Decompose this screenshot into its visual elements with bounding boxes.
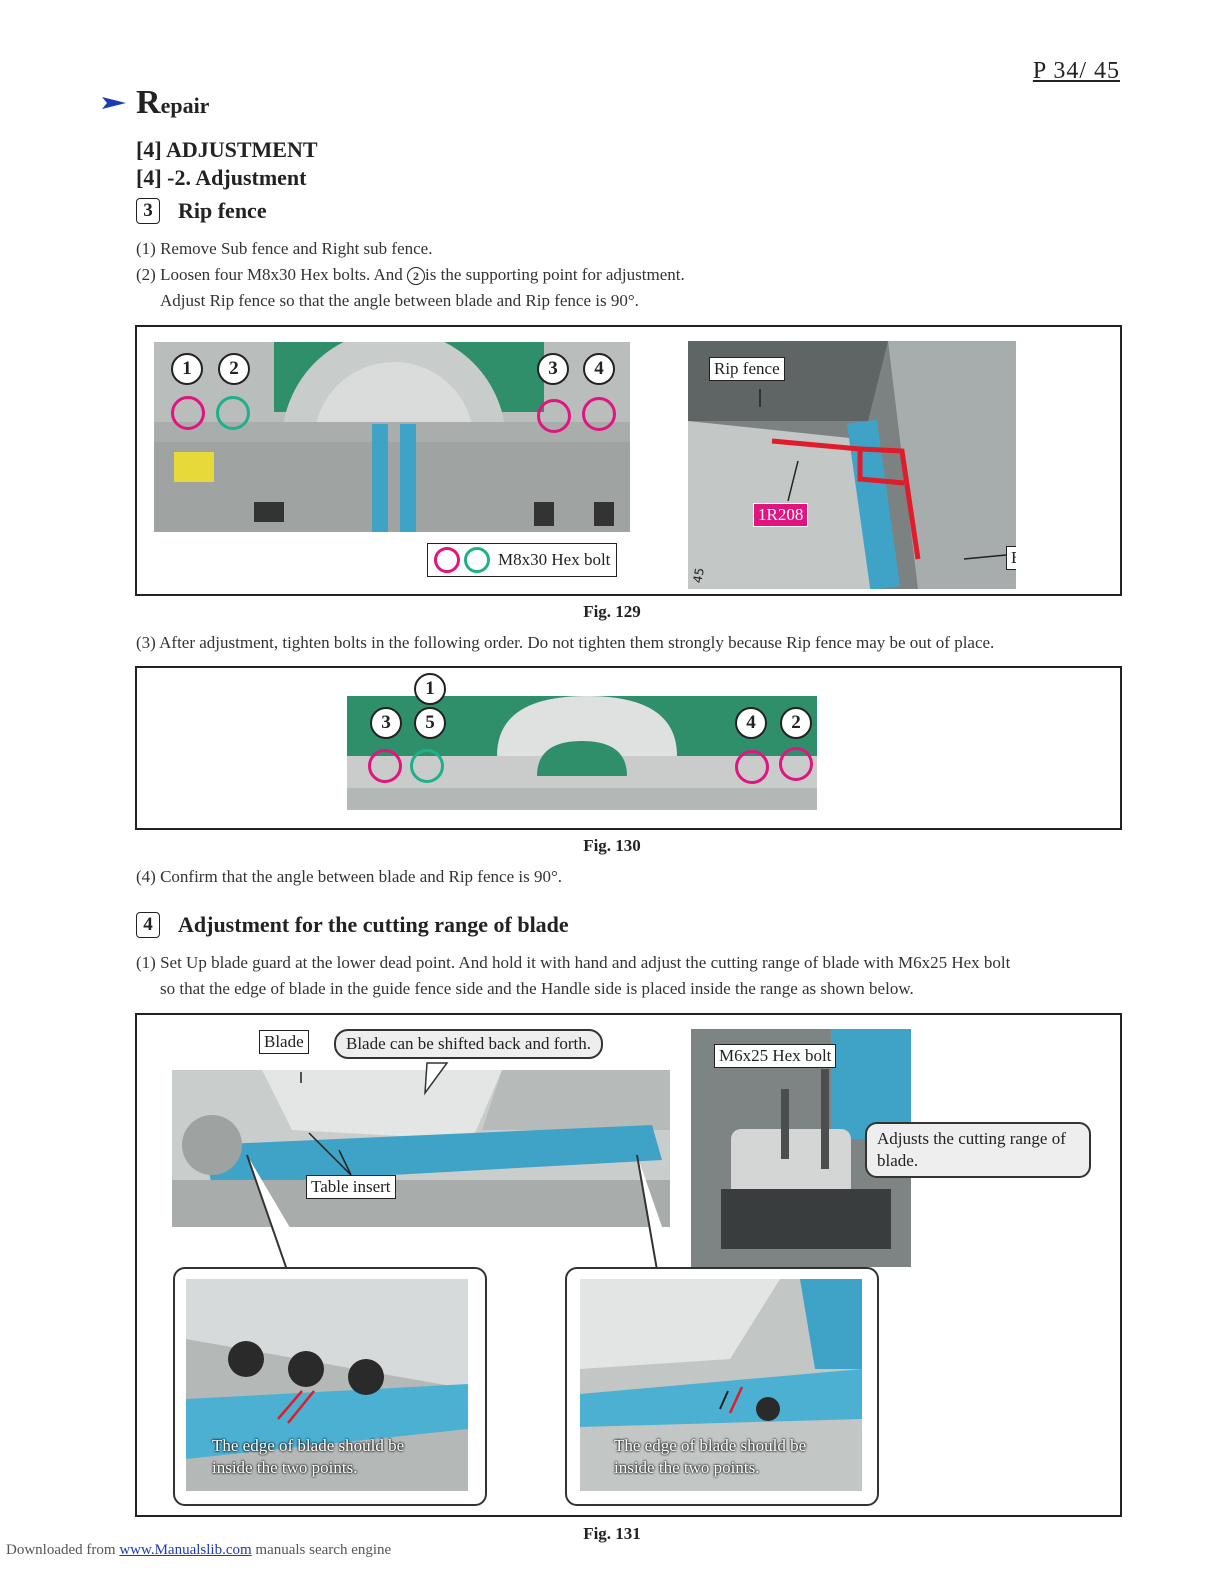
legend-teal-ring-icon <box>464 547 490 573</box>
legend-magenta-ring-icon <box>434 547 460 573</box>
bolt-marker-2 <box>216 396 250 430</box>
table-insert-photo <box>172 1070 670 1227</box>
edge-note-fence: The edge of blade should be inside the t… <box>212 1435 404 1479</box>
figure-131: Blade Blade can be shifted back and fort… <box>135 1013 1122 1517</box>
bolt-marker-5 <box>410 749 444 783</box>
bolt-marker-3 <box>368 749 402 783</box>
step-4: (4) Confirm that the angle between blade… <box>136 867 562 886</box>
step-1: (1) Remove Sub fence and Right sub fence… <box>136 239 433 258</box>
rip-fence-instructions: (1) Remove Sub fence and Right sub fence… <box>136 236 685 314</box>
callout-4: 4 <box>735 707 767 739</box>
callout-5: 5 <box>414 707 446 739</box>
section-title: epair <box>160 93 210 118</box>
heading-adjustment: [4] ADJUSTMENT <box>136 137 318 162</box>
label-hex-bolt: M6x25 Hex bolt <box>714 1044 837 1068</box>
label-part-number: 1R208 <box>753 503 809 527</box>
figure-129: 1 2 3 4 M8x30 Hex bolt 45 Rip fence 1R20… <box>135 325 1122 596</box>
zoom-fence-side-photo: The edge of blade should be inside the t… <box>186 1279 468 1491</box>
triangle-arrow-icon <box>102 97 126 109</box>
step-2-detail: Adjust Rip fence so that the angle betwe… <box>160 291 639 310</box>
table-insert-illustration <box>172 1070 670 1227</box>
callout-3: 3 <box>370 707 402 739</box>
caption-fig-130: Fig. 130 <box>583 836 641 855</box>
bubble-blade-shift: Blade can be shifted back and forth. <box>334 1029 603 1059</box>
bubble-adjusts-range: Adjusts the cutting range of blade. <box>865 1122 1091 1178</box>
bolt-marker-4 <box>735 750 769 784</box>
fence-top-photo: 1 2 3 4 <box>154 342 630 532</box>
bolt-marker-3 <box>537 399 571 433</box>
legend: M8x30 Hex bolt <box>427 543 618 577</box>
scale-mark: 45 <box>690 567 706 584</box>
bolt-marker-4 <box>582 397 616 431</box>
bolt-marker-1 <box>171 396 205 430</box>
footer-suffix: manuals search engine <box>255 1542 392 1558</box>
bolt-marker-2 <box>779 747 813 781</box>
footer-prefix: Downloaded from <box>6 1542 116 1558</box>
caption-fig-129: Fig. 129 <box>583 602 641 621</box>
callout-2: 2 <box>780 707 812 739</box>
step-2-text: (2) Loosen four M8x30 Hex bolts. And <box>136 265 403 284</box>
subsection-title: Rip fence <box>178 198 267 223</box>
zoom-handle-illustration <box>580 1279 862 1491</box>
footer: Downloaded from www.Manualslib.com manua… <box>6 1542 391 1559</box>
heading-sub-adjustment: [4] -2. Adjustment <box>136 165 307 190</box>
hex-bolt-photo <box>691 1029 911 1267</box>
step-1-continued: so that the edge of blade in the guide f… <box>160 979 914 998</box>
step-2-text-end: is the supporting point for adjustment. <box>425 265 685 284</box>
footer-link[interactable]: www.Manualslib.com <box>119 1542 252 1558</box>
callout-1: 1 <box>171 353 203 385</box>
callout-1: 1 <box>414 673 446 705</box>
subsection-rip-fence: 3 Rip fence <box>136 198 267 224</box>
bubble-adjusts-line-1: Adjusts the cutting range of <box>877 1129 1066 1148</box>
legend-label: M8x30 Hex bolt <box>498 550 611 569</box>
label-table-insert: Table insert <box>306 1175 396 1199</box>
label-rip-fence: Rip fence <box>709 357 785 381</box>
step-1: (1) Set Up blade guard at the lower dead… <box>136 953 1011 972</box>
zoom-handle-side-photo: The edge of blade should be inside the t… <box>580 1279 862 1491</box>
section-initial: R <box>136 84 161 121</box>
edge-note-handle: The edge of blade should be inside the t… <box>614 1435 806 1479</box>
edge-note-line-1: The edge of blade should be <box>212 1436 405 1455</box>
subsection-number: 3 <box>136 198 160 224</box>
subsection-cutting-range: 4 Adjustment for the cutting range of bl… <box>136 912 569 938</box>
page-number: P 34/ 45 <box>1032 58 1120 84</box>
zoom-handle-side: The edge of blade should be inside the t… <box>565 1267 879 1506</box>
inline-circled-number: 2 <box>407 267 426 286</box>
label-blade: Blade <box>1006 546 1016 570</box>
edge-note-line-2: inside the two points. <box>614 1458 760 1477</box>
label-blade: Blade <box>259 1030 309 1054</box>
subsection-title: Adjustment for the cutting range of blad… <box>178 912 569 937</box>
callout-3: 3 <box>537 353 569 385</box>
caption-fig-131: Fig. 131 <box>583 1524 641 1543</box>
callout-4: 4 <box>583 353 615 385</box>
figure-130: 1 3 5 4 2 <box>135 666 1122 830</box>
subsection-number: 4 <box>136 912 160 938</box>
callout-2: 2 <box>218 353 250 385</box>
zoom-fence-side: The edge of blade should be inside the t… <box>173 1267 487 1506</box>
edge-note-line-2: inside the two points. <box>212 1458 358 1477</box>
bubble-adjusts-line-2: blade. <box>877 1151 919 1170</box>
cutting-range-instructions: (1) Set Up blade guard at the lower dead… <box>136 950 1010 1002</box>
edge-note-line-1: The edge of blade should be <box>614 1436 807 1455</box>
rip-fence-closeup-photo: 45 Rip fence 1R208 Blade <box>688 341 1016 589</box>
zoom-fence-illustration <box>186 1279 468 1491</box>
step-3: (3) After adjustment, tighten bolts in t… <box>136 633 995 652</box>
